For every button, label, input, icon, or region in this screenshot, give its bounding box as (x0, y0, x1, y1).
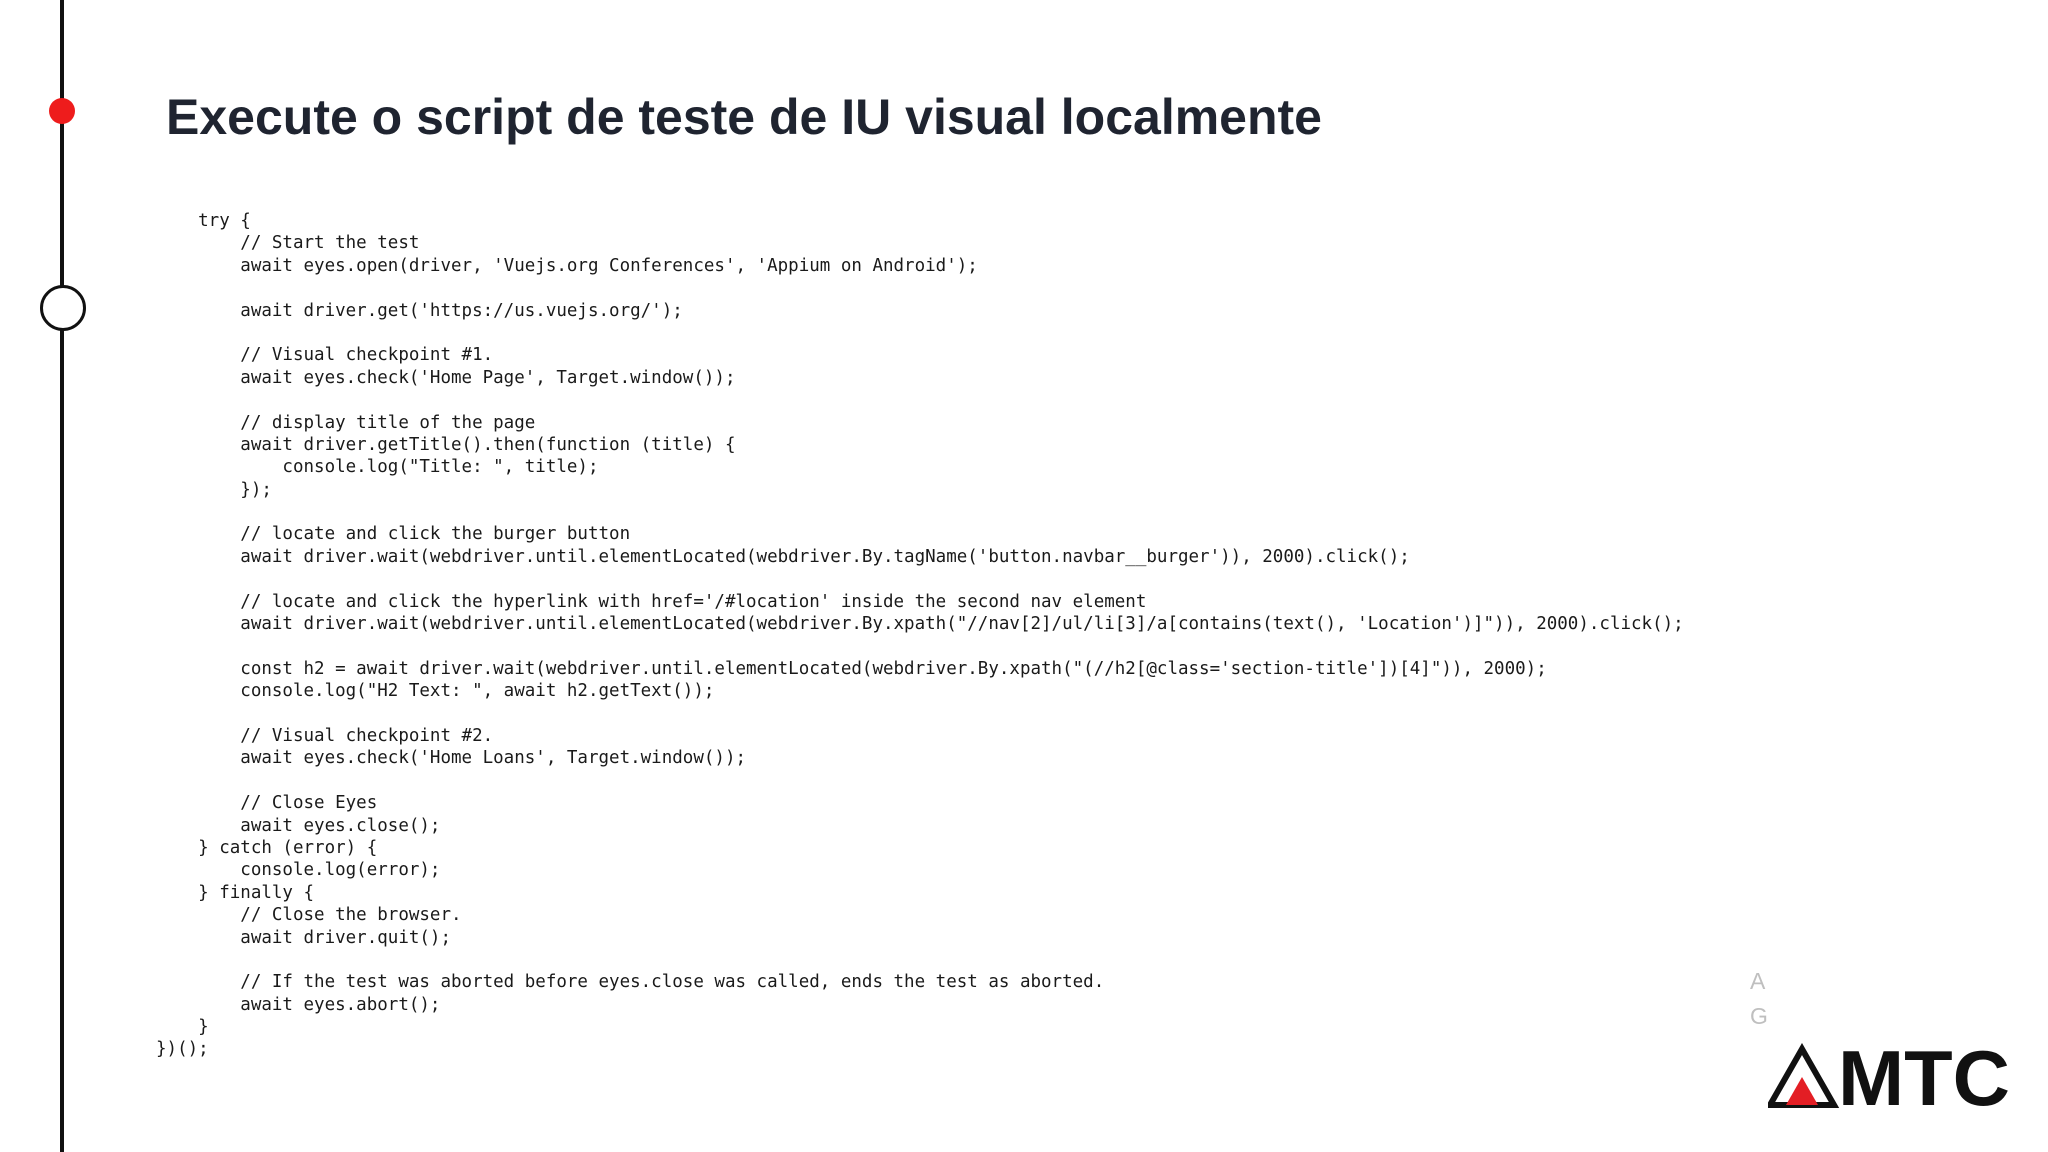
code-line: await eyes.close(); (156, 815, 441, 836)
code-line: // If the test was aborted before eyes.c… (156, 972, 1105, 993)
code-line: // Visual checkpoint #2. (156, 725, 494, 746)
code-line (156, 389, 1684, 411)
code-line (156, 568, 1684, 590)
code-line: await driver.get('https://us.vuejs.org/'… (156, 300, 683, 321)
timeline-step-dot (40, 285, 86, 331)
code-line: await driver.quit(); (156, 927, 452, 948)
code-line: // locate and click the hyperlink with h… (156, 591, 1147, 612)
code-line: } catch (error) { (156, 837, 378, 858)
code-line: } finally { (156, 882, 315, 903)
code-line: console.log(error); (156, 860, 441, 881)
code-line: await driver.wait(webdriver.until.elemen… (156, 546, 1410, 567)
faint-letter-g: G (1750, 1003, 1768, 1029)
code-line: // locate and click the burger button (156, 524, 631, 545)
code-line: await driver.getTitle().then(function (t… (156, 434, 736, 455)
code-line (156, 703, 1684, 725)
code-line (156, 322, 1684, 344)
code-line: // Visual checkpoint #1. (156, 345, 494, 366)
faint-letter-a: A (1750, 968, 1766, 994)
code-line: } (156, 1017, 209, 1038)
code-line: await driver.wait(webdriver.until.elemen… (156, 614, 1684, 635)
timeline-active-dot (49, 98, 75, 124)
code-line: await eyes.check('Home Loans', Target.wi… (156, 748, 747, 769)
code-line (156, 635, 1684, 657)
slide-title: Execute o script de teste de IU visual l… (166, 89, 1322, 145)
code-line (156, 501, 1684, 523)
code-line: await eyes.check('Home Page', Target.win… (156, 367, 736, 388)
code-line: // Close the browser. (156, 905, 462, 926)
code-line: await eyes.abort(); (156, 994, 441, 1015)
code-line: console.log("Title: ", title); (156, 457, 599, 478)
logo-mountain-red (1786, 1077, 1818, 1105)
code-block: try { // Start the test await eyes.open(… (156, 210, 1684, 1061)
code-line: }); (156, 479, 272, 500)
code-line: // display title of the page (156, 412, 536, 433)
code-line: const h2 = await driver.wait(webdriver.u… (156, 658, 1547, 679)
code-line: console.log("H2 Text: ", await h2.getTex… (156, 681, 715, 702)
code-line: await eyes.open(driver, 'Vuejs.org Confe… (156, 255, 978, 276)
mtc-logo: MTC (1768, 1043, 2010, 1109)
code-line: // Start the test (156, 233, 420, 254)
timeline-line (60, 0, 64, 1152)
code-line (156, 949, 1684, 971)
code-line (156, 770, 1684, 792)
code-line: try { (156, 211, 251, 231)
logo-text: MTC (1838, 1043, 2010, 1109)
code-line (156, 277, 1684, 299)
code-line: // Close Eyes (156, 793, 378, 814)
code-line: })(); (156, 1039, 209, 1060)
